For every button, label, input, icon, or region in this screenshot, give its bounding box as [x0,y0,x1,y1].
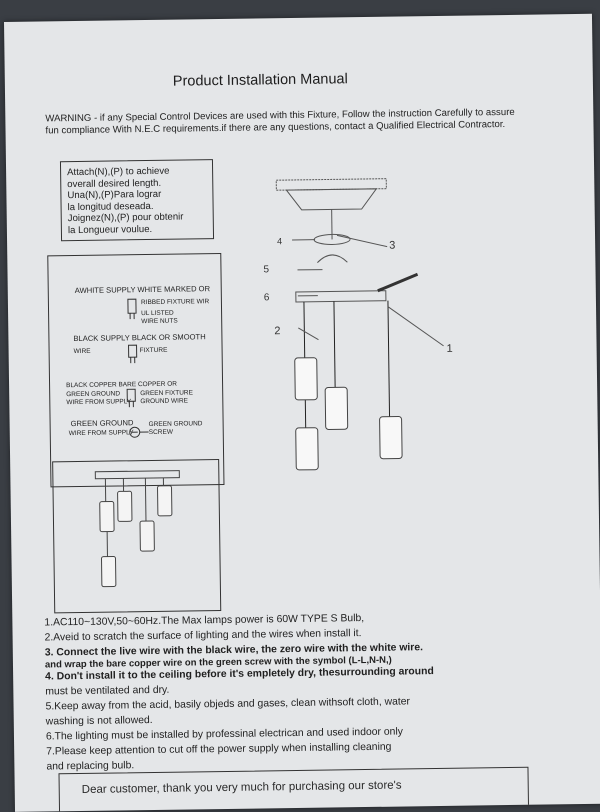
copper-right-label: GREEN FIXTURE [140,389,193,397]
part-label: 3 [389,240,395,252]
black-supply-title: BLACK SUPPLY BLACK OR SMOOTH [73,332,205,343]
manual-sheet: Product Installation Manual WARNING - if… [4,14,600,812]
black-wire-label: WIRE [74,348,91,355]
pendant-shade [380,416,403,458]
white-supply-title: AWHITE SUPPLY WHITE MARKED OR [75,284,210,295]
pendant-shade [296,428,319,470]
green-right-label: GREEN GROUND [149,420,203,428]
attach-instructions-box: Attach(N),(P) to achieve overall desired… [60,159,214,241]
part-label: 4 [277,236,282,246]
wiring-connections-box: AWHITE SUPPLY WHITE MARKED OR RIBBED FIX… [47,253,224,487]
ceiling-canopy [286,189,376,210]
exploded-fixture-diagram: 3 4 5 6 2 1 [236,165,541,519]
copper-right-label: GROUND WIRE [140,397,188,405]
copper-title: BLACK COPPER BARE COPPER OR [66,381,177,390]
wire-nut-label: UL LISTED [141,310,174,317]
wire-bundle [317,255,347,263]
wire-nut-icon [125,297,139,319]
green-right-label: SCREW [149,429,173,436]
page-title: Product Installation Manual [173,71,348,89]
part-label: 6 [264,292,270,303]
copper-left-label: WIRE FROM SUPPLY [66,398,131,406]
part-label: 5 [263,264,269,275]
pendant-shade [325,387,348,429]
part-label: 1 [447,343,453,355]
fixture-sketch-box [52,459,221,613]
instructions-list: 1.AC110~130V,50~60Hz.The Max lamps power… [44,608,566,774]
attach-line: la Longueur voulue. [68,223,207,237]
customer-note-text: Dear customer, thank you very much for p… [82,780,402,796]
mounting-bar [296,291,386,302]
screwdriver-icon [378,274,418,291]
ground-screw-icon [127,425,149,439]
wire-nut-icon [125,343,139,363]
green-ground-title: GREEN GROUND [71,418,134,428]
fixture-sketch-image [53,460,218,610]
white-fixture-label: RIBBED FIXTURE WIR [141,298,209,306]
wire-nut-label: WIRE NUTS [141,318,178,326]
black-fixture-label: FIXTURE [140,347,168,354]
pendant-shade [295,358,318,400]
warning-text: WARNING - if any Special Control Devices… [45,107,515,138]
part-label: 2 [274,325,280,337]
wire-nut-icon [124,387,138,407]
copper-left-label: GREEN GROUND [66,390,120,398]
green-left-label: WIRE FROM SUPPLY [69,429,134,437]
customer-note-box: Dear customer, thank you very much for p… [58,767,529,812]
